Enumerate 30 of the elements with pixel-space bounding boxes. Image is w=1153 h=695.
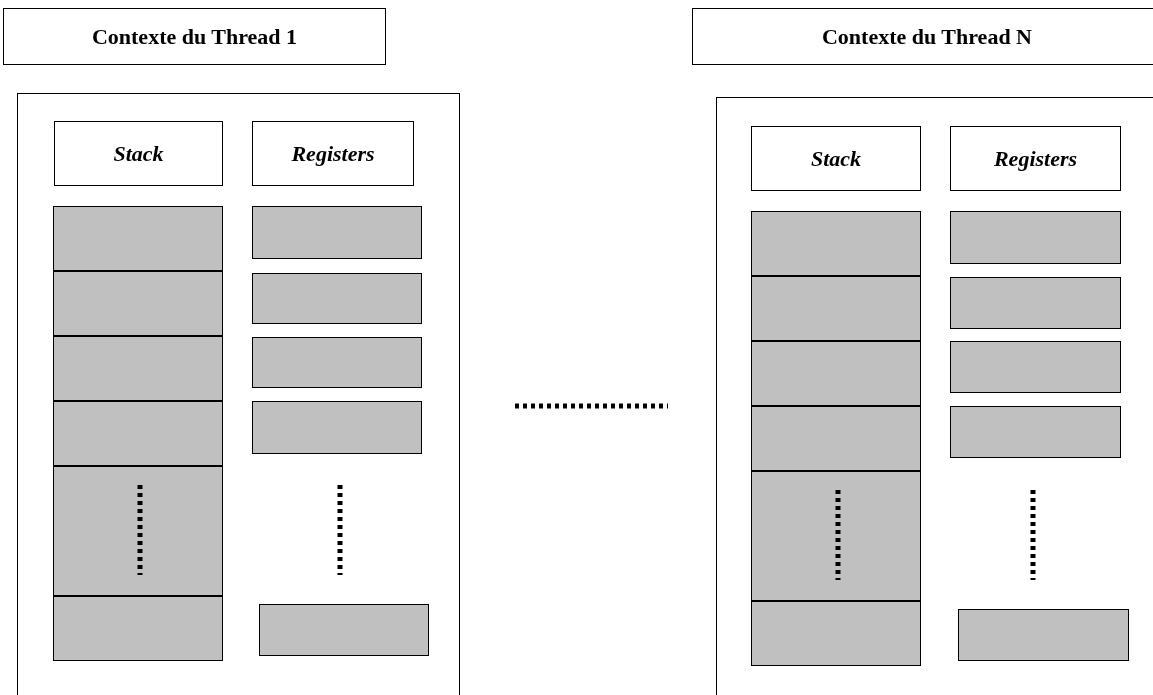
register-slot: [950, 341, 1121, 393]
register-slot: [252, 273, 422, 324]
stack-slot: [53, 466, 223, 596]
register-slot: [252, 206, 422, 259]
stack-slot: [53, 336, 223, 401]
stack-slot: [751, 341, 921, 406]
stack-slot: [751, 211, 921, 276]
thread-context-title: Contexte du Thread 1: [3, 8, 386, 65]
register-slot: [950, 277, 1121, 329]
stack-slot: [751, 276, 921, 341]
stack-slot: [53, 401, 223, 466]
register-slot: [252, 401, 422, 454]
register-slot: [259, 604, 429, 656]
stack-slot: [53, 206, 223, 271]
stack-slot: [751, 406, 921, 471]
stack-slot: [751, 471, 921, 601]
context-panel: [716, 97, 1153, 695]
stack-slot: [53, 596, 223, 661]
column-heading: Stack: [54, 121, 223, 186]
register-slot: [950, 406, 1121, 458]
stack-slot: [751, 601, 921, 666]
register-slot: [950, 211, 1121, 264]
stack-slot: [53, 271, 223, 336]
register-slot: [252, 337, 422, 388]
column-heading: Registers: [950, 126, 1121, 191]
column-heading: Stack: [751, 126, 921, 191]
thread-context-title: Contexte du Thread N: [692, 8, 1153, 65]
column-heading: Registers: [252, 121, 414, 186]
register-slot: [958, 609, 1129, 661]
context-panel: [17, 93, 460, 695]
